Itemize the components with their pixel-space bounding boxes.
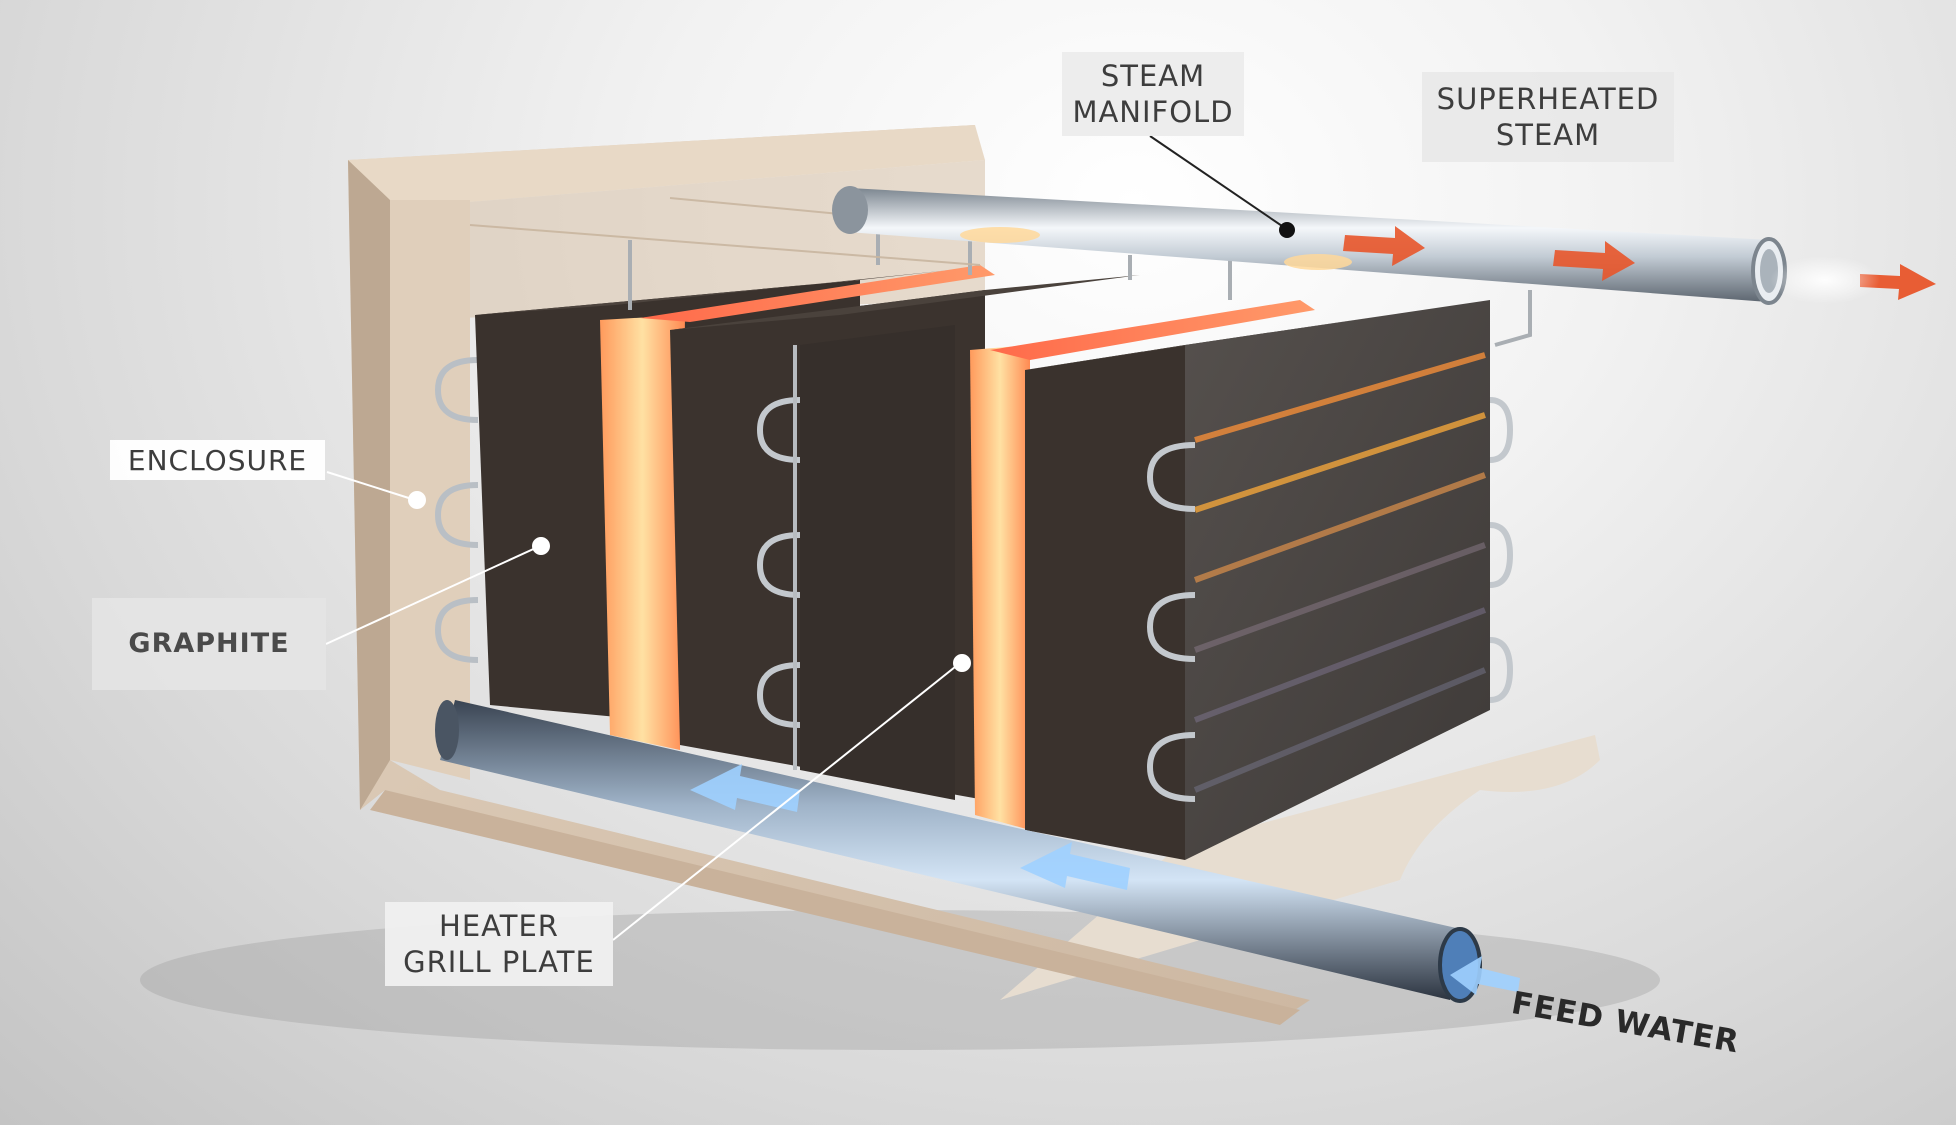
superheated-steam-line-1: SUPERHEATED: [1436, 81, 1660, 116]
steam-manifold-label: STEAM MANIFOLD: [1062, 52, 1244, 136]
heater-plate-1: [600, 315, 685, 750]
base-pad: [1000, 735, 1600, 1000]
enclosure: [348, 125, 1310, 1025]
steam-flow-arrows: [1343, 226, 1936, 300]
wall-coils: [434, 357, 479, 663]
enclosure-label-text: ENCLOSURE: [127, 443, 308, 477]
enclosure-label: ENCLOSURE: [110, 440, 325, 480]
leader-lines: [325, 471, 971, 941]
manifold-leader: [1149, 135, 1295, 238]
graphite-label-text: GRAPHITE: [128, 628, 290, 660]
block-coils: [756, 345, 1514, 802]
heater-plate-2: [970, 345, 1030, 830]
heater-grill-plate-line-2: GRILL PLATE: [403, 945, 595, 979]
graphite-label: GRAPHITE: [92, 598, 326, 690]
feed-water-flow-arrows: [690, 764, 1520, 995]
steam-manifold-line-1: STEAM: [1100, 58, 1206, 93]
heater-grill-plate-line-1: HEATER: [439, 908, 559, 943]
superheated-steam-label: SUPERHEATED STEAM: [1422, 72, 1674, 162]
steam-manifold-line-2: MANIFOLD: [1072, 95, 1234, 129]
graphite-blocks: [475, 265, 1490, 860]
heater-grill-plate-label: HEATER GRILL PLATE: [385, 902, 613, 986]
steam-puff: [1770, 256, 1880, 304]
superheated-steam-line-2: STEAM: [1495, 118, 1601, 152]
